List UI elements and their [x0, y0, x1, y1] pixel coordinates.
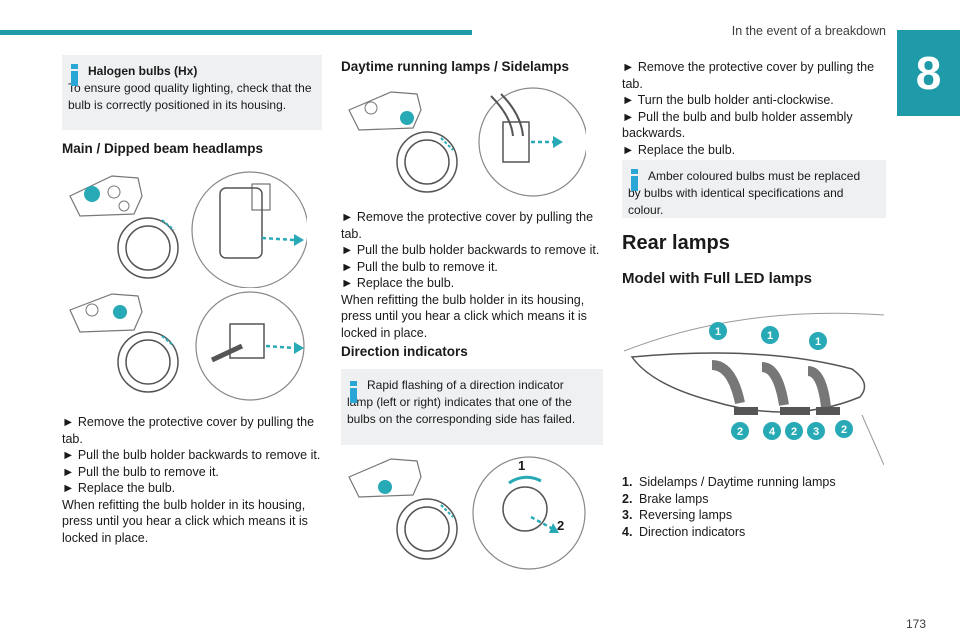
step: ► Remove the protective cover by pulling…	[62, 415, 315, 446]
bulb-position-marker	[378, 480, 392, 494]
step: ► Pull the bulb to remove it.	[341, 259, 498, 274]
info-icon	[350, 381, 357, 403]
badge-label: 1	[767, 330, 773, 342]
legend-badges-bottom: 2 4 2 3 2	[731, 420, 853, 440]
badge-label: 2	[841, 424, 847, 436]
legend-badges-top: 1 1 1	[709, 322, 827, 350]
section-heading-indicators: Direction indicators	[341, 344, 468, 359]
rear-lamp-illustration: 1 1 1 2 4 2 3 2	[623, 312, 884, 466]
note-text: Rapid flashing of a direction indicator …	[347, 378, 576, 426]
badge-label: 3	[813, 426, 819, 438]
indicator-instructions: ► Remove the protective cover by pulling…	[622, 59, 884, 158]
headlamp-illustration-main	[69, 171, 307, 288]
legend-item: 3.Reversing lamps	[622, 508, 733, 522]
step: ► Pull the bulb holder backwards to remo…	[341, 243, 600, 257]
sidelamp-illustration	[348, 87, 586, 197]
drl-instructions: ► Remove the protective cover by pulling…	[341, 209, 601, 341]
step: ► Turn the bulb holder anti-clockwise.	[622, 93, 834, 107]
callout-1: 1	[518, 458, 526, 473]
step: ► Pull the bulb to remove it.	[62, 464, 219, 479]
note-text: Amber coloured bulbs must be replaced by…	[628, 169, 861, 217]
legend-item: 2.Brake lamps	[622, 491, 709, 506]
info-icon	[631, 169, 638, 191]
step: ► Pull the bulb holder backwards to remo…	[62, 448, 321, 462]
note-title: Halogen bulbs (Hx)	[88, 64, 198, 78]
indicator-illustration	[348, 456, 586, 570]
subheading-full-led: Model with Full LED lamps	[622, 270, 813, 287]
bulb-position-marker	[113, 305, 127, 319]
headlamp-instructions: ► Remove the protective cover by pulling…	[62, 414, 322, 546]
bulb-position-marker	[84, 186, 100, 202]
chapter-number-badge: 8	[897, 30, 960, 116]
badge-label: 2	[737, 426, 743, 438]
step: ► Replace the bulb.	[62, 481, 176, 495]
info-icon	[71, 64, 78, 86]
indicator-note-box: Rapid flashing of a direction indicator …	[341, 369, 603, 445]
rear-lamp-legend: 1.Sidelamps / Daytime running lamps 2.Br…	[622, 474, 884, 540]
amber-bulb-note-box: Amber coloured bulbs must be replaced by…	[622, 160, 886, 218]
badge-label: 1	[715, 326, 721, 338]
headlamp-illustration-dipped	[69, 291, 305, 401]
halogen-note-box: Halogen bulbs (Hx) To ensure good qualit…	[62, 55, 322, 130]
legend-item: 4.Direction indicators	[622, 524, 746, 539]
section-heading-drl: Daytime running lamps / Sidelamps	[341, 59, 570, 74]
bulb-position-marker	[400, 111, 414, 125]
step: ► Replace the bulb.	[341, 276, 455, 290]
step: ► Pull the bulb and bulb holder assembly…	[622, 109, 853, 141]
badge-label: 1	[815, 336, 821, 348]
chapter-title: In the event of a breakdown	[731, 24, 886, 38]
badge-label: 2	[791, 426, 797, 438]
callout-2: 2	[557, 518, 565, 533]
badge-label: 4	[769, 426, 776, 438]
step: ► Replace the bulb.	[622, 142, 736, 157]
page-number: 173	[905, 617, 926, 631]
step: ► Remove the protective cover by pulling…	[341, 210, 594, 241]
header-accent-bar	[0, 30, 472, 35]
step: When refitting the bulb holder in its ho…	[341, 292, 587, 340]
step: When refitting the bulb holder in its ho…	[62, 497, 308, 545]
note-text: To ensure good quality lighting, check t…	[68, 81, 312, 112]
legend-item: 1.Sidelamps / Daytime running lamps	[622, 475, 836, 489]
section-title-rear-lamps: Rear lamps	[622, 232, 730, 254]
step: ► Remove the protective cover by pulling…	[622, 60, 875, 91]
section-heading-headlamps: Main / Dipped beam headlamps	[62, 141, 264, 156]
